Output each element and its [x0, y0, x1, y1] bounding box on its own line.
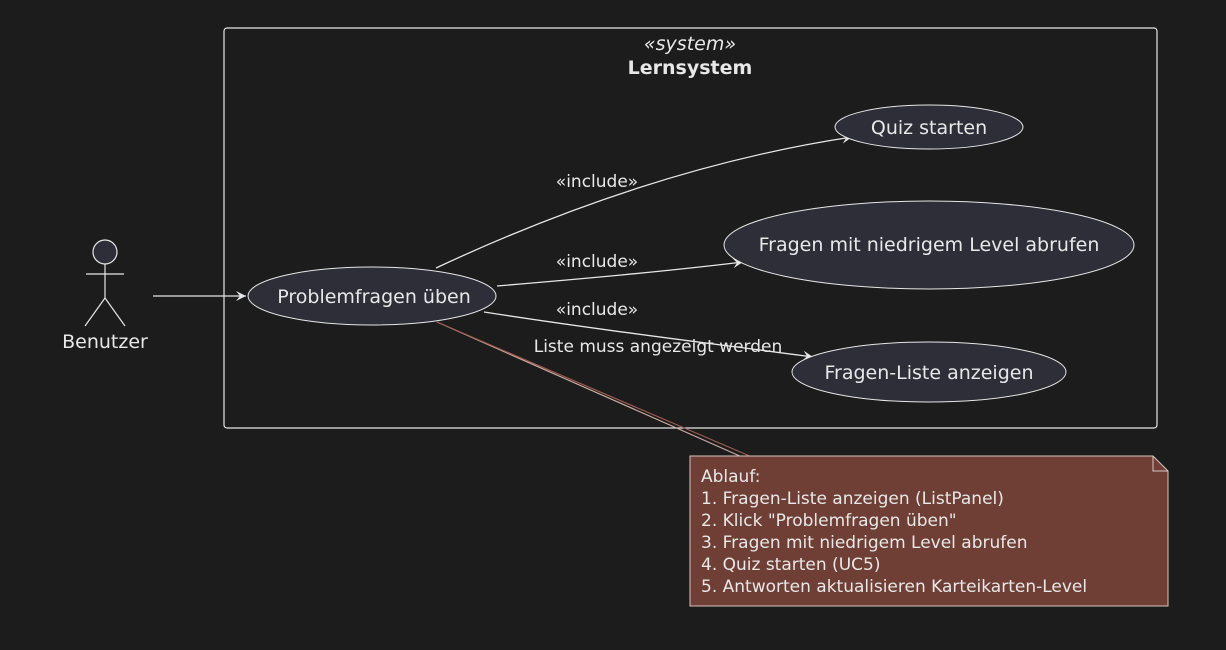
- actor-head: [92, 239, 118, 265]
- note-line-1: 1. Fragen-Liste anzeigen (ListPanel): [701, 489, 1004, 509]
- edge-include-quiz: [435, 133, 853, 269]
- usecase-quiz-starten[interactable]: [834, 104, 1024, 150]
- note-body: [689, 455, 1169, 607]
- usecase-fragen-liste[interactable]: [791, 341, 1067, 403]
- edge-include-fetch: [496, 258, 744, 287]
- note-line-5: 5. Antworten aktualisieren Karteikarten-…: [701, 577, 1087, 597]
- note-line-2: 2. Klick "Problemfragen üben": [701, 511, 957, 531]
- actor-label: Benutzer: [62, 331, 148, 353]
- system-stereotype: «system»: [644, 33, 736, 55]
- note-connector-2: [436, 321, 753, 458]
- actor-benutzer[interactable]: Benutzer: [62, 239, 148, 353]
- label-list-note: Liste muss angezeigt werden: [534, 337, 783, 357]
- note-ablauf: Ablauf: 1. Fragen-Liste anzeigen (ListPa…: [689, 455, 1169, 607]
- label-include-list: «include»: [556, 300, 638, 320]
- label-include-fetch: «include»: [556, 252, 638, 272]
- usecase-problemfragen-ueben[interactable]: [247, 266, 497, 326]
- system-boundary: [223, 27, 1158, 429]
- note-line-3: 3. Fragen mit niedrigem Level abrufen: [701, 533, 1028, 553]
- note-connector-1: [436, 321, 743, 458]
- usecase-fragen-abrufen-label: Fragen mit niedrigem Level abrufen: [759, 234, 1100, 256]
- usecase-quiz-starten-label: Quiz starten: [871, 117, 987, 139]
- actor-leg-right: [104, 297, 126, 327]
- usecase-fragen-abrufen[interactable]: [723, 200, 1135, 290]
- system-title: Lernsystem: [628, 57, 753, 79]
- actor-leg-left: [84, 297, 106, 327]
- note-line-0: Ablauf:: [701, 467, 760, 487]
- usecase-problemfragen-ueben-label: Problemfragen üben: [277, 286, 471, 308]
- note-fold: [1152, 456, 1168, 472]
- edge-include-list: [483, 311, 814, 361]
- note-line-4: 4. Quiz starten (UC5): [701, 555, 880, 575]
- usecase-fragen-liste-label: Fragen-Liste anzeigen: [824, 362, 1033, 384]
- label-include-quiz: «include»: [556, 172, 638, 192]
